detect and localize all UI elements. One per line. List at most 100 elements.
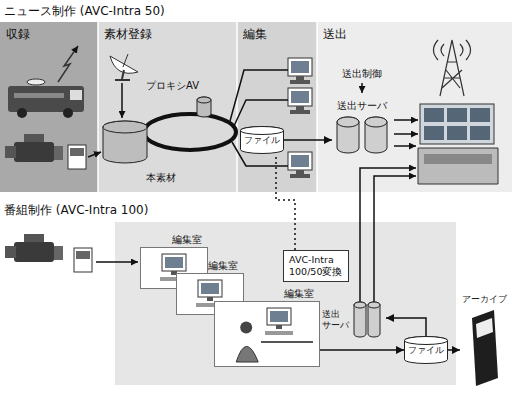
section-label: 送出制御 [342,68,382,80]
ingest-arrow [96,261,138,263]
server-icon [337,117,359,127]
workflow-band: 素材登録プロキシAV本素材 [98,22,237,192]
playout-server: 送出 サーバ [322,300,386,340]
playout-arrow [394,119,418,121]
master-control-console [424,126,444,140]
workstation [288,58,312,84]
node-label: プロキシAV [146,80,216,92]
master-control-console [420,104,494,144]
band-ground [98,22,317,192]
node-label: ファイル [244,126,280,146]
workstation-icon [265,331,293,335]
network-link [230,70,288,121]
master-control-console [470,126,490,140]
workstation [288,152,312,170]
workstation [288,152,312,178]
ob-van [8,86,84,112]
workstation [288,88,312,106]
workstation-icon [267,308,291,325]
server-icon [352,301,384,339]
conversion-box: AVC-Intra 100/50変換 [283,250,349,282]
node-label: 編集室 [214,288,320,301]
workstation [296,76,304,80]
storage-icon [197,97,211,103]
ob-van [14,93,64,98]
workflow-band: 収録 [0,22,98,192]
archive-tape-icon [460,308,508,386]
workstation-icon [198,280,222,297]
connector [386,318,426,336]
connector [320,349,404,351]
workstation [290,80,310,84]
band-ground [98,22,237,192]
network-link [234,100,288,126]
node-label: 収録 [6,27,92,41]
band-ground [0,22,512,192]
storage-icon [197,97,211,117]
storage-icon [196,96,212,118]
video-camera [14,242,54,262]
label-holder: 番組制作 (AVC-Intra 100) [4,203,148,217]
workstation [290,174,310,178]
server-icon [368,302,380,337]
workstation [288,88,312,114]
satellite-dish [115,79,130,81]
program-panel [115,222,456,385]
video-camera [14,142,54,162]
node-label: 編集室 [176,260,244,273]
node-label: 送出サーバ [337,98,387,112]
workstation-icon [261,341,313,343]
band-ground [0,22,98,192]
memory-card [68,145,86,169]
video-camera [24,134,44,142]
video-camera [5,146,16,158]
video-camera [5,134,63,162]
ob-van [70,90,82,100]
video-camera [54,246,63,260]
satellite-dish [123,54,128,67]
workstation [288,58,312,76]
master-control-console [470,108,490,122]
storage-icon [103,121,147,133]
workstation [291,91,309,103]
file-cylinder [241,127,284,135]
transmission-tower [434,40,471,96]
satellite-dish [110,54,138,80]
node-label: 送出 サーバ [322,309,352,331]
video-camera [5,246,16,258]
video-camera [5,234,63,262]
workstation-icon [240,322,252,334]
transmission-tower [434,40,471,60]
network-link [230,70,288,166]
file-cylinder [405,337,448,345]
workstation-icon [236,346,258,362]
storage-icon [102,120,148,164]
server-icon [354,302,366,337]
workstation [296,170,304,174]
workstation-icon [165,257,183,268]
memory-card [74,248,92,272]
main-storage: 本素材 [102,120,178,186]
node-label: ファイル [408,336,444,356]
connector [284,139,332,141]
memory-card [74,248,92,272]
playout-arrow [360,83,418,303]
master-control-console [424,108,444,122]
workstation [291,155,309,167]
feed-arrow [121,83,123,118]
connector [276,154,295,250]
transmission-tower [440,40,464,96]
memory-card [76,251,90,259]
radio-link [58,46,78,82]
workflow-band: 送出送出サーバ [317,22,512,192]
workstation-icon [201,283,219,294]
playout-arrow [394,145,416,147]
band-ground [317,22,512,192]
node-label: 本素材 [146,172,178,186]
playout-server: 送出サーバ [332,94,392,156]
file-cylinder [241,127,284,154]
playout-arrow [394,133,418,135]
server-icon [354,302,366,308]
